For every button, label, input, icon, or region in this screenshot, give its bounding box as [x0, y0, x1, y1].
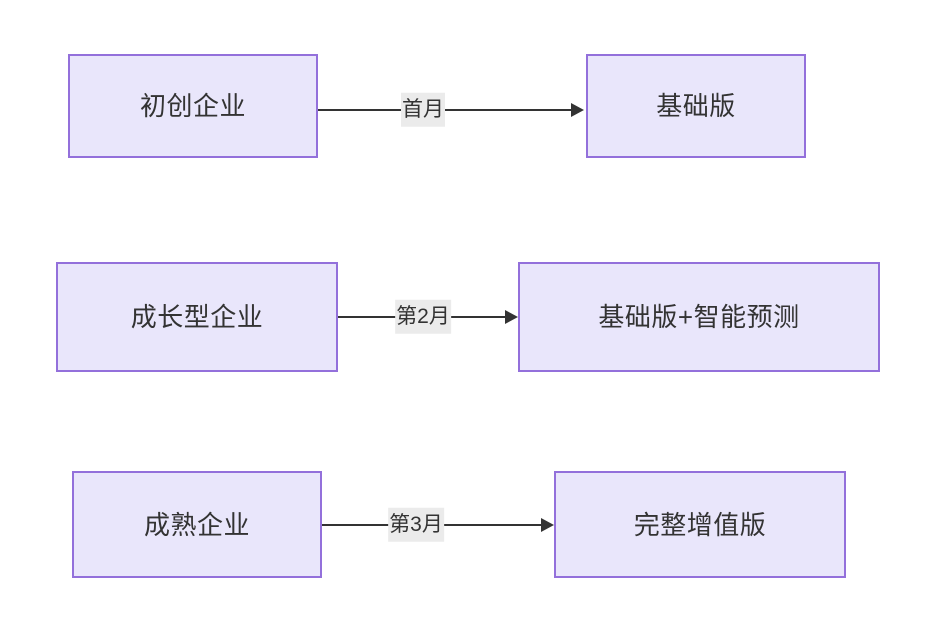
- arrow-right-icon: [571, 103, 584, 117]
- node-label: 成熟企业: [143, 509, 250, 540]
- node-target-1[interactable]: 基础版: [586, 54, 806, 158]
- node-source-3[interactable]: 成熟企业: [72, 471, 322, 578]
- node-source-2[interactable]: 成长型企业: [56, 262, 338, 372]
- node-label: 基础版: [656, 91, 736, 121]
- node-label: 成长型企业: [130, 302, 264, 332]
- node-label: 初创企业: [139, 91, 246, 121]
- arrow-right-icon: [505, 310, 518, 324]
- node-label: 完整增值版: [633, 509, 767, 540]
- edge-label: 第2月: [395, 299, 451, 335]
- node-label: 基础版+智能预测: [598, 302, 800, 332]
- node-source-1[interactable]: 初创企业: [68, 54, 318, 158]
- node-target-3[interactable]: 完整增值版: [554, 471, 846, 578]
- arrow-right-icon: [541, 518, 554, 532]
- node-target-2[interactable]: 基础版+智能预测: [518, 262, 880, 372]
- edge-label: 第3月: [388, 507, 444, 543]
- edge-label: 首月: [401, 92, 445, 128]
